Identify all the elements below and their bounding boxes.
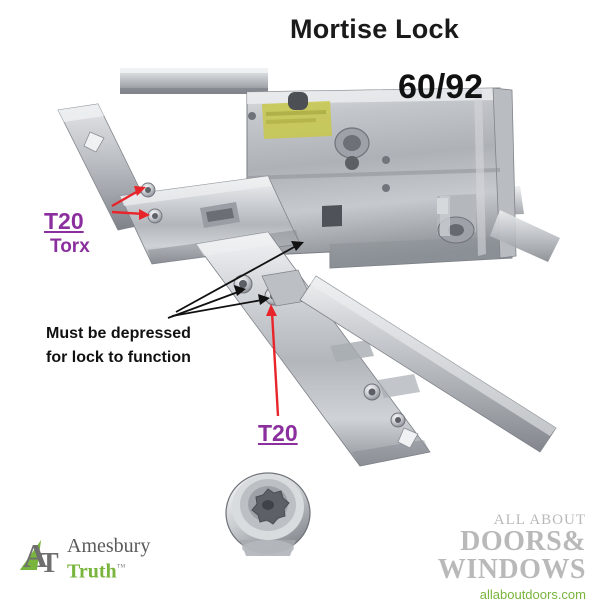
annotation-depressed-line2: for lock to function [46,349,191,366]
monogram-t: T [40,548,59,580]
amesbury-truth-logo: A T Amesbury Truth™ [19,536,150,583]
page-subtitle: 60/92 [398,68,484,106]
upper-faceplate-rail-right [490,210,560,262]
allaboutdoors-watermark: ALL ABOUT DOORS& WINDOWS allaboutdoors.c… [438,512,586,602]
annotation-arrows [111,186,304,417]
trademark-symbol: ™ [116,562,126,572]
monogram-a: A [23,538,48,576]
page-title: Mortise Lock [290,14,459,44]
brand-name-line2: Truth™ [67,557,150,583]
watermark-line1: ALL ABOUT [493,512,586,528]
brand-name-truth: Truth [67,560,117,583]
annotation-depressed-line1: Must be depressed [46,325,191,342]
amesbury-logo-mark: A T [19,538,60,580]
watermark-ampersand: & [562,526,586,557]
annotation-t20-bottom: T20 [258,420,298,446]
amesbury-logo-wordmark: Amesbury Truth™ [67,536,150,583]
brand-name-line1: Amesbury [67,535,151,557]
watermark-line2: DOORS& [438,528,586,556]
torx-screw-closeup [225,472,311,556]
watermark-url: allaboutdoors.com [479,587,586,602]
watermark-doors: DOORS [460,526,563,557]
lower-faceplate-rail [299,275,557,453]
watermark-line3: WINDOWS [437,554,586,585]
upper-faceplate-rail [120,68,268,94]
annotation-depressed-note: Must be depressed for lock to function [46,322,191,370]
annotation-torx-label: Torx [50,236,90,257]
annotation-t20-top: T20 [44,208,84,234]
mortise-lock-body [236,87,524,269]
